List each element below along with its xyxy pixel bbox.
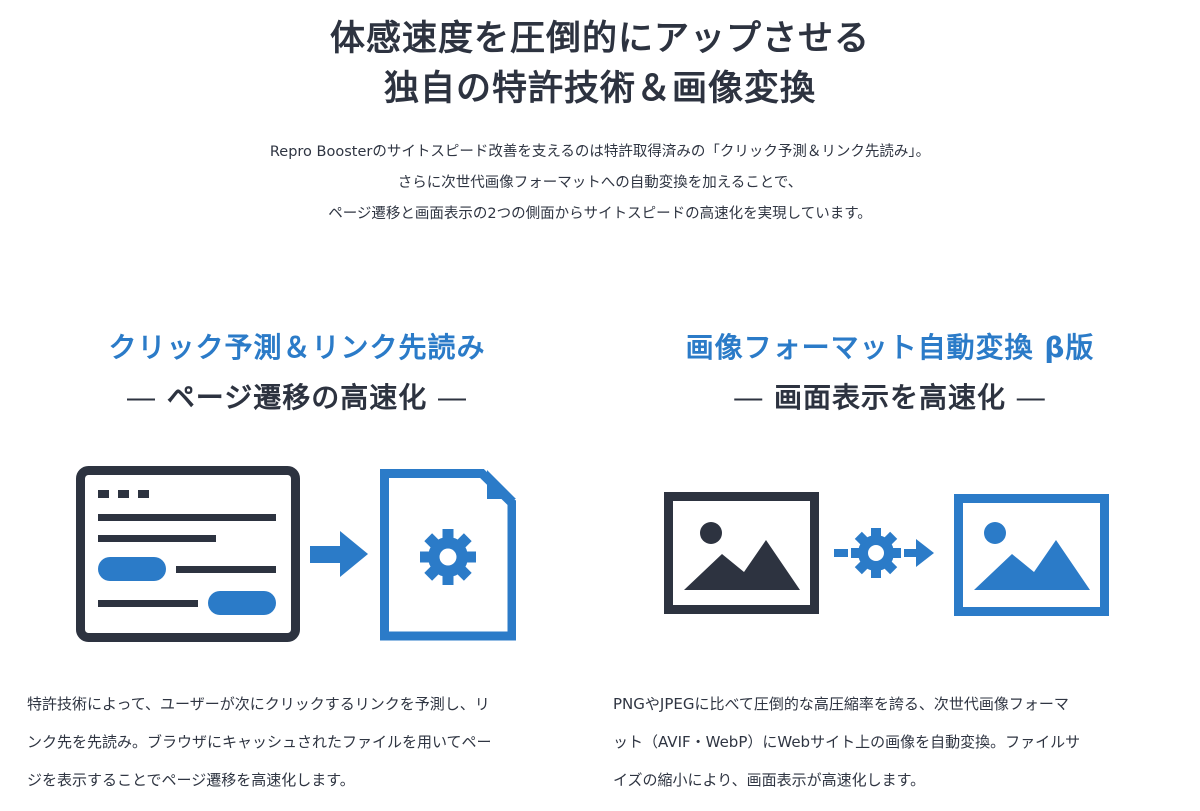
intro-line-1: Repro Boosterのサイトスピード改善を支えるのは特許取得済みの「クリッ… [269,144,931,160]
description-line-1: PNGやJPEGに比べて圧倒的な高圧縮率を誇る、次世代画像フォーマ [613,695,1069,713]
converted-image-icon [954,494,1109,616]
feature-subtitle-text: 画面表示を高速化 [773,381,1006,414]
image-icon [664,492,819,614]
feature-description-click-prediction: 特許技術によって、ユーザーが次にクリックするリンクを予測し、リ ンク先を先読み。… [27,685,572,799]
description-line-3: イズの縮小により、画面表示が高速化します。 [613,771,926,789]
dash-left: ― [734,381,764,414]
dash-right: ― [437,381,467,414]
description-line-2: ンク先を先読み。ブラウザにキャッシュされたファイルを用いてペー [27,733,492,751]
feature-subtitle-display: ― 画面表示を高速化 ― [590,376,1190,420]
feature-title-image-conversion: 画像フォーマット自動変換 β版 [685,331,1095,364]
description-line-3: ジを表示することでページ遷移を高速化します。 [27,771,355,789]
image-conversion-illustration [664,492,1109,616]
arrow-right-icon [310,531,368,577]
click-prediction-illustration [76,466,516,642]
intro-line-2: さらに次世代画像フォーマットへの自動変換を加えることで、 [397,175,803,191]
feature-click-prediction: クリック予測＆リンク先読み ― ページ遷移の高速化 ― [0,326,594,420]
feature-subtitle-text: ページ遷移の高速化 [166,381,428,414]
gear-arrow-icon [834,528,934,578]
headline: 体感速度を圧倒的にアップさせる 独自の特許技術＆画像変換 [0,14,1200,114]
feature-description-image-conversion: PNGやJPEGに比べて圧倒的な高圧縮率を誇る、次世代画像フォーマ ット（AVI… [613,685,1173,799]
browser-window-icon [76,466,300,642]
dash-right: ― [1016,381,1046,414]
headline-line-1: 体感速度を圧倒的にアップさせる [329,19,870,59]
description-line-1: 特許技術によって、ユーザーが次にクリックするリンクを予測し、リ [27,695,490,713]
description-line-2: ット（AVIF・WebP）にWebサイト上の画像を自動変換。ファイルサ [613,733,1081,751]
dash-left: ― [127,381,157,414]
headline-line-2: 独自の特許技術＆画像変換 [383,69,816,109]
feature-title-click-prediction: クリック予測＆リンク先読み [108,331,486,364]
feature-subtitle-page-transition: ― ページ遷移の高速化 ― [0,376,594,420]
document-gear-icon [380,469,516,641]
intro-text: Repro Boosterのサイトスピード改善を支えるのは特許取得済みの「クリッ… [0,137,1200,230]
feature-image-conversion: 画像フォーマット自動変換 β版 ― 画面表示を高速化 ― [590,326,1190,420]
intro-line-3: ページ遷移と画面表示の2つの側面からサイトスピードの高速化を実現しています。 [328,206,872,222]
